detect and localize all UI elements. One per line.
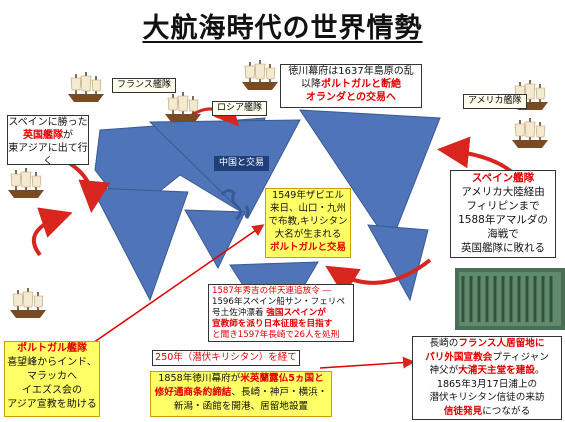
continent-africa (91, 187, 189, 302)
label-china-trade: 中国と交易 (214, 156, 270, 171)
continent-south-america (367, 224, 429, 302)
box-tokugawa-isolation: 徳川幕府は1637年島原の乱 以降ポルトガルと断絶 オランダとの交易へ (280, 64, 422, 108)
box-hidden-christians: 250年（潜伏キリシタン）を経て (152, 350, 300, 366)
box-hideyoshi-edict: 1587年秀吉の伴天連追放令 ― 1596年スペイン船サン・フェリペ 号土佐沖漂… (208, 284, 354, 342)
sailing-ship-icon (10, 288, 46, 318)
box-spanish-fleet: スペイン艦隊 アメリカ大陸経由 フィリピンまで 1588年アマルダの 海戦で 英… (450, 170, 556, 258)
page-title: 大航海時代の世界情勢 (142, 13, 423, 44)
monument-photo (455, 268, 565, 330)
sailing-ship-icon (242, 60, 278, 90)
box-xavier: 1549年ザビエル 来日、山口・九州 で布教,キリシタン 大名が生まれる ポルト… (265, 188, 351, 258)
pointer-line-portugal (89, 224, 265, 346)
sailing-ship-icon (8, 168, 44, 198)
label-america-fleet: アメリカ艦隊 (463, 94, 527, 109)
label-russia-fleet: ロシア艦隊 (212, 101, 268, 116)
sailing-ship-icon (68, 72, 104, 102)
sailing-ship-icon (512, 118, 548, 148)
japan-islands (220, 188, 243, 221)
box-nagasaki-discovery: 長崎のフランス人居留地に パリ外国宣教会プティジャン 神父が大浦天主堂を建設。 … (412, 336, 562, 420)
box-english-fleet: スペインに勝った 英国艦隊が 東アジアに出て行く (7, 115, 89, 167)
continent-north-america (299, 109, 441, 247)
box-treaty-1858: 1858年徳川幕府が米英蘭露仏5ヵ国と 修好通商条約締結、長崎・神戸・横浜・ 新… (150, 371, 332, 417)
pointer-line-nagasaki (319, 356, 415, 369)
sailing-ship-icon (165, 92, 201, 122)
arrow-spain-pacific (325, 258, 432, 297)
arrow-portugal-route (31, 207, 73, 257)
label-france-fleet: フランス艦隊 (112, 78, 176, 93)
box-portuguese-fleet: ポルトガル艦隊 喜望峰からインド、 マラッカへ イエズス会の アジア宣教を助ける (4, 341, 100, 417)
continent-india (184, 209, 246, 270)
